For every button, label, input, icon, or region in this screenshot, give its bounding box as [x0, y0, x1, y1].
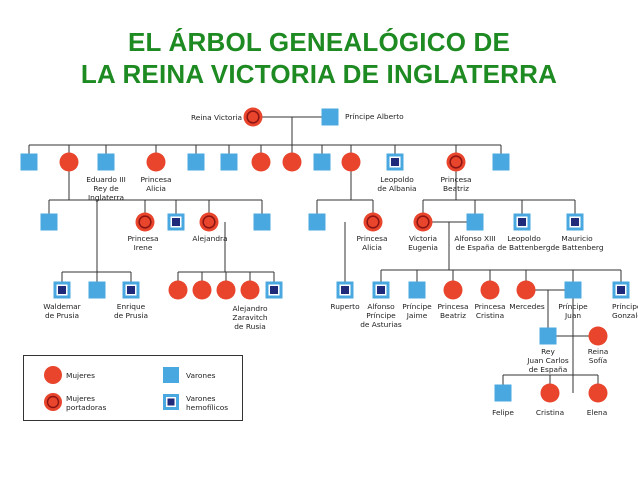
child-1-symbol — [20, 153, 38, 171]
child-2-symbol — [59, 152, 79, 172]
label-felipe: Felipe — [492, 408, 514, 417]
label-alfonso-asturias: Alfonso Príncipe de Asturias — [360, 302, 402, 329]
legend-label-mujeres: Mujeres — [66, 371, 95, 380]
label-princesa-irene: Princesa Irene — [127, 234, 159, 252]
princesa-beatriz-2-symbol — [443, 280, 463, 300]
label-princesa-alicia-2: Princesa Alicia — [356, 234, 388, 252]
cristina-symbol — [540, 383, 560, 403]
label-victoria-eugenia: Victoria Eugenia — [408, 234, 438, 252]
grandchild-6-symbol — [308, 213, 326, 231]
label-alejandra: Alejandra — [192, 234, 228, 243]
label-ruperto: Ruperto — [330, 302, 360, 311]
title-line-2: LA REINA VICTORIA DE INGLATERRA — [80, 59, 558, 89]
label-principe-jaime: Príncipe Jaime — [402, 302, 432, 320]
felipe-symbol — [494, 384, 512, 402]
child-9-symbol — [313, 153, 331, 171]
princesa-alicia-1-symbol — [146, 152, 166, 172]
label-reina-victoria: Reina Victoria — [191, 113, 243, 122]
grandchild-1-symbol — [40, 213, 58, 231]
eduardo-iii-symbol — [97, 153, 115, 171]
great-grandchild-2-symbol — [88, 281, 106, 299]
child-13-symbol — [492, 153, 510, 171]
label-principe-gonzalo: Príncipe Gonzalo — [612, 302, 638, 320]
label-princesa-alicia-1: Princesa Alicia — [140, 175, 172, 193]
legend-symbols — [44, 366, 179, 411]
child-8-symbol — [282, 152, 302, 172]
great-grandchild-4-symbol — [168, 280, 188, 300]
label-leopoldo-albania: Leopoldo de Albania — [377, 175, 417, 193]
legend: Mujeres Mujeres portadoras Varones Varon… — [23, 355, 243, 421]
principe-juan-symbol — [564, 281, 582, 299]
alfonso-xiii-symbol — [466, 213, 484, 231]
label-principe-alberto: Príncipe Alberto — [345, 112, 404, 121]
child-7-symbol — [251, 152, 271, 172]
legend-label-varones-hemofilicos: Varones hemofílicos — [186, 394, 229, 412]
grandchild-5-symbol — [253, 213, 271, 231]
label-rey-juan-carlos: Rey Juan Carlos de España — [527, 347, 569, 374]
label-reina-sofia: Reina Sofía — [587, 347, 609, 365]
princesa-cristina-symbol — [480, 280, 500, 300]
label-alejandro-zaravitch: Alejandro Zaravitch de Rusia — [232, 304, 268, 331]
principe-alberto-symbol — [321, 108, 339, 126]
legend-female-icon — [44, 366, 62, 384]
label-waldemar: Waldemar de Prusia — [43, 302, 81, 320]
child-5-symbol — [187, 153, 205, 171]
legend-label-mujeres-portadoras: Mujeres portadoras — [66, 394, 107, 412]
elena-symbol — [588, 383, 608, 403]
great-grandchild-6-symbol — [216, 280, 236, 300]
label-princesa-beatriz-2: Princesa Beatriz — [437, 302, 469, 320]
label-eduardo-iii: Eduardo III Rey de Inglaterra — [86, 175, 126, 202]
label-enrique: Enrique de Prusia — [113, 302, 149, 320]
great-grandchild-5-symbol — [192, 280, 212, 300]
label-alfonso-xiii: Alfonso XIII de España — [454, 234, 496, 252]
child-10-symbol — [341, 152, 361, 172]
great-grandchild-7-symbol — [240, 280, 260, 300]
label-principe-juan: Príncipe Juan — [558, 302, 588, 320]
legend-male-icon — [163, 367, 179, 383]
legend-label-varones: Varones — [186, 371, 216, 380]
title-line-1: EL ÁRBOL GENEALÓGICO DE — [127, 27, 511, 57]
label-leopoldo-battenberg: Leopoldo de Battenberg — [497, 234, 551, 252]
label-princesa-beatriz-1: Princesa Beatriz — [440, 175, 472, 193]
rey-juan-carlos-symbol — [539, 327, 557, 345]
label-mauricio-battenberg: Mauricio de Battenberg — [550, 234, 604, 252]
reina-sofia-symbol — [588, 326, 608, 346]
principe-jaime-symbol — [408, 281, 426, 299]
label-cristina: Cristina — [535, 408, 565, 417]
label-elena: Elena — [586, 408, 608, 417]
label-mercedes: Mercedes — [509, 302, 545, 311]
mercedes-symbol — [516, 280, 536, 300]
label-princesa-cristina: Princesa Cristina — [474, 302, 506, 320]
child-6-symbol — [220, 153, 238, 171]
